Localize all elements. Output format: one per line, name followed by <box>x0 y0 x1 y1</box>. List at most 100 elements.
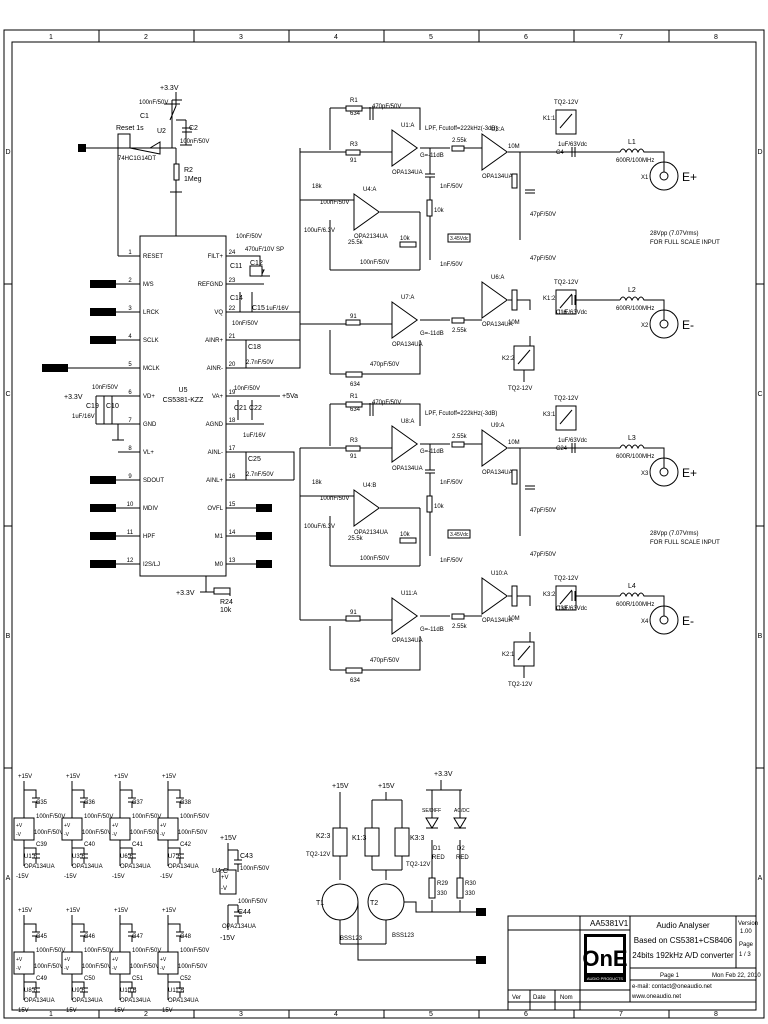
cap-value: 470pF/50V <box>372 104 401 110</box>
u4c-m15: -15V <box>220 935 235 942</box>
u5-pin-name: I2S/LJ <box>143 562 160 568</box>
cap-value: 100nF/50V <box>130 964 159 970</box>
res-value: 91 <box>350 158 357 164</box>
c1-label: C1 <box>140 113 149 120</box>
inductor-value: 600R/100MHz <box>616 306 654 312</box>
net-flag <box>256 532 272 540</box>
decoupling-m15: -15V <box>16 1008 29 1014</box>
net-flag <box>90 476 116 484</box>
relay-ref: K1:2 <box>543 296 556 302</box>
u5-pin-name: HPF <box>143 534 155 540</box>
col-date: Date <box>533 995 546 1001</box>
opamp-ref: U7:B <box>168 854 181 860</box>
lpf-label-upper: LPF, Fcutoff=222kHz(-3dB) <box>425 126 497 132</box>
u5-pin-name: REFGND <box>198 282 224 288</box>
gain-label: G=-11dB <box>420 331 444 337</box>
v33b-label: +3.3V <box>64 394 83 401</box>
cap-value: 1nF/50V <box>440 558 463 564</box>
t1-p15: +15V <box>332 783 349 790</box>
cap-value: 100uF/6.3V <box>304 524 335 530</box>
resistor <box>511 173 518 189</box>
u5-pin-name: SCLK <box>143 338 159 344</box>
col-label-bottom: 8 <box>714 1011 718 1018</box>
inductor <box>619 296 650 302</box>
left-net-flags <box>42 147 176 568</box>
opamp-ref: U1:B <box>24 854 37 860</box>
acdc-label: AC/DC <box>454 808 470 814</box>
opamp-ref: U4:B <box>363 483 376 489</box>
u5-pin-number: 3 <box>128 306 132 312</box>
u5-pin-number: 19 <box>229 390 236 396</box>
svg-text:+V: +V <box>221 875 229 881</box>
u5-pin-number: 11 <box>127 530 134 536</box>
relay-type: TQ2-12V <box>554 396 578 402</box>
cap-value: 100nF/50V <box>36 814 65 820</box>
opamp-ref: U9:A <box>491 423 504 429</box>
u5-pin-number: 15 <box>229 502 236 508</box>
vplus: +V <box>112 957 119 963</box>
cap-value: 100nF/50V <box>84 948 113 954</box>
resistor <box>511 289 518 311</box>
cap-ref: C35 <box>36 800 48 806</box>
opamp-power-block <box>157 951 179 975</box>
res-value: 2.55k <box>452 328 468 334</box>
u5-pin-name: AINR- <box>207 366 223 372</box>
net-flag <box>90 504 116 512</box>
u4c-p15: +15V <box>220 835 237 842</box>
relay-contact <box>555 405 577 431</box>
vref-upper: 3.45Vdc <box>450 236 469 242</box>
opamp-ref: U1:A <box>401 123 414 129</box>
u2-label: U2 <box>157 128 166 135</box>
net-flag <box>90 560 116 568</box>
cap-value: 100nF/50V <box>360 260 389 266</box>
relay-contact <box>513 641 535 667</box>
col-label-bottom: 5 <box>429 1011 433 1018</box>
cap-value: 100nF/50V <box>132 948 161 954</box>
u5-pin-name: M1 <box>215 534 224 540</box>
opamp-part: OPA134UA <box>120 998 151 1004</box>
k3-tq: TQ2-12V <box>406 862 430 868</box>
resistor <box>426 495 433 513</box>
u5-pin-number: 21 <box>229 334 236 340</box>
res-value: 634 <box>350 111 361 117</box>
u5-pin-number: 10 <box>127 502 134 508</box>
res-value: 10M <box>508 144 520 150</box>
net-flag <box>90 308 116 316</box>
u5-pin-number: 22 <box>229 306 236 312</box>
decoupling-m15: -15V <box>16 874 29 880</box>
u5-pin-number: 23 <box>229 278 236 284</box>
cap-ref: C16 <box>556 310 568 316</box>
v33a-label: +3.3V <box>160 85 179 92</box>
resistor <box>345 149 361 156</box>
u5-pin-number: 17 <box>229 446 236 452</box>
inductor <box>619 148 650 154</box>
cap-value: 100nF/50V <box>36 948 65 954</box>
opamp-part: OPA134UA <box>168 998 199 1004</box>
cap-value: 100nF/50V <box>130 830 159 836</box>
fullscale-upper-2: FOR FULL SCALE INPUT <box>650 240 720 246</box>
col-label-top: 1 <box>49 34 53 41</box>
row-label-left: B <box>6 633 11 640</box>
u5-pin-number: 24 <box>229 250 236 256</box>
u5-pin-name: AINR+ <box>205 338 223 344</box>
cap-value: 47pF/50V <box>530 212 556 218</box>
cap-value: 100nF/50V <box>132 814 161 820</box>
d1-label: D1 <box>433 846 441 852</box>
u5-pin-number: 4 <box>128 334 132 340</box>
capacitor <box>525 485 535 490</box>
opamp-symbol <box>353 193 381 231</box>
c44-value: 100nF/50V <box>238 899 267 905</box>
c44-label: C44 <box>238 909 251 916</box>
website: www.oneaudio.net <box>631 994 681 1000</box>
resistor <box>511 585 518 607</box>
u5-pin-number: 7 <box>128 418 132 424</box>
lpf-label-lower: LPF, Fcutoff=222kHz(-3dB) <box>425 411 497 417</box>
opamp-ref: U8:B <box>24 988 37 994</box>
resistor <box>451 317 465 324</box>
u5-pin-number: 2 <box>128 278 132 284</box>
reset-circuit: Reset 1s U2 74HC1G14DT +3.3V 100nF/50V C… <box>78 85 209 260</box>
col-label-top: 3 <box>239 34 243 41</box>
cap-value: 470pF/50V <box>370 658 399 664</box>
c10u-label: C10 <box>106 403 119 410</box>
net-flag <box>256 504 272 512</box>
